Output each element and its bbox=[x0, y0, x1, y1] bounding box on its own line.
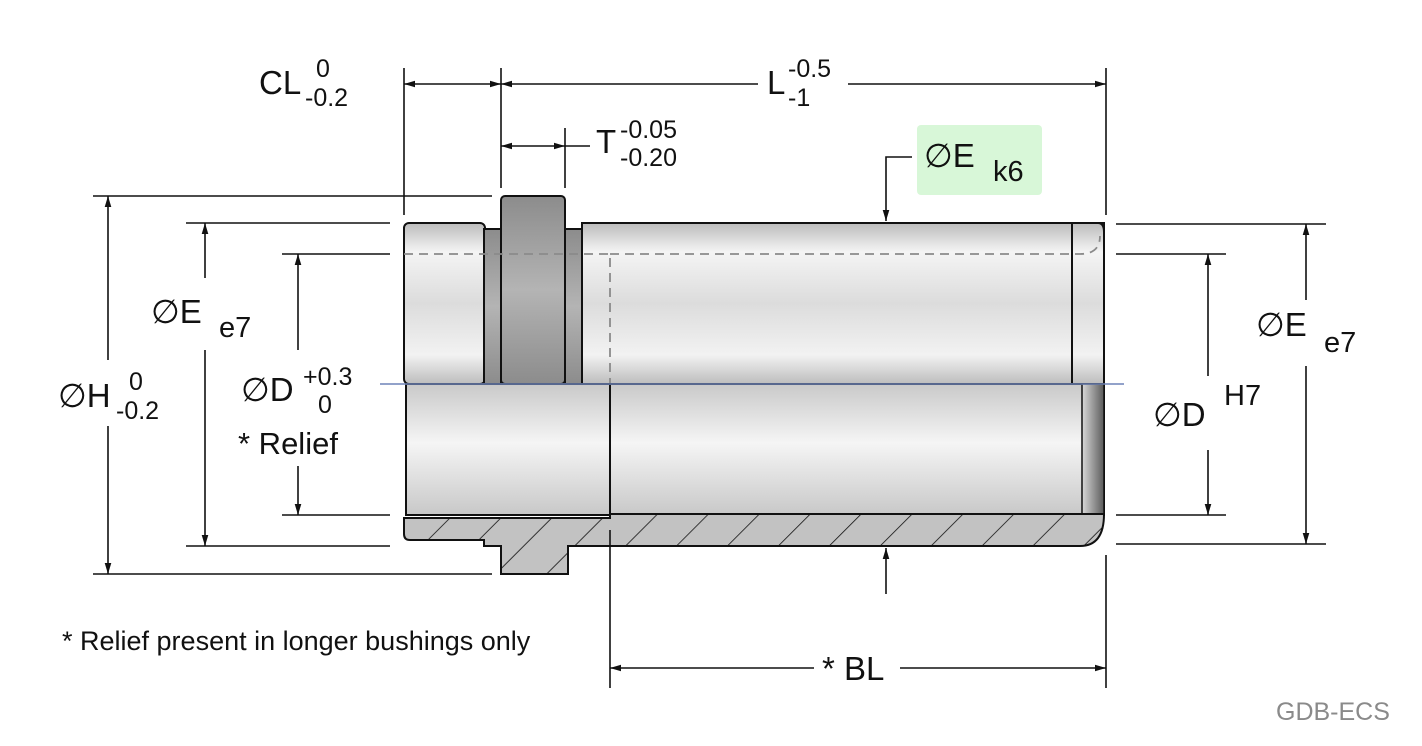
cl-upper-tol: 0 bbox=[316, 55, 330, 83]
main-bore bbox=[609, 383, 1105, 516]
d-h7-suffix: H7 bbox=[1224, 380, 1261, 412]
bl-symbol: * BL bbox=[822, 650, 884, 687]
drawing-code: GDB-ECS bbox=[1276, 698, 1390, 726]
end-chamfer-upper bbox=[1071, 222, 1105, 385]
collar-upper bbox=[500, 195, 566, 385]
e-k6-suffix: k6 bbox=[993, 156, 1024, 188]
h-symbol: ∅H bbox=[58, 377, 111, 414]
bl-label: * BL bbox=[822, 650, 884, 687]
bore-end-chamfer bbox=[1081, 383, 1105, 516]
cl-lower-tol: -0.2 bbox=[305, 84, 348, 112]
l-lower-tol: -1 bbox=[788, 84, 810, 112]
h-lower-tol: -0.2 bbox=[116, 397, 159, 425]
e-e7-left-symbol: ∅E bbox=[151, 293, 202, 330]
d-relief-upper-tol: +0.3 bbox=[303, 363, 352, 391]
d-h7-symbol: ∅D bbox=[1153, 396, 1206, 433]
d-relief-note: * Relief bbox=[238, 426, 338, 461]
e-k6-leader bbox=[882, 156, 912, 221]
cl-label: CL 0 -0.2 bbox=[259, 55, 348, 112]
h-label: ∅H 0 -0.2 bbox=[58, 368, 159, 425]
footnote: * Relief present in longer bushings only bbox=[62, 626, 531, 656]
relief-bore bbox=[405, 383, 611, 516]
hidden-bore-line bbox=[404, 235, 1101, 384]
e-e7-left-suffix: e7 bbox=[219, 312, 251, 344]
d-relief-symbol: ∅D bbox=[241, 371, 294, 408]
t-lower-tol: -0.20 bbox=[620, 144, 677, 172]
e-e7-right-label: ∅E e7 bbox=[1256, 306, 1356, 359]
e-e7-left-label: ∅E e7 bbox=[151, 293, 251, 344]
e-e7-right-suffix: e7 bbox=[1324, 327, 1356, 359]
groove-right bbox=[564, 228, 583, 385]
t-upper-tol: -0.05 bbox=[620, 116, 677, 144]
e-k6-highlight bbox=[917, 125, 1042, 195]
main-shank-upper bbox=[581, 222, 1105, 385]
e-k6-label: ∅E k6 bbox=[917, 125, 1042, 195]
t-symbol: T bbox=[596, 123, 616, 160]
e-e7-right-symbol: ∅E bbox=[1256, 306, 1307, 343]
e-k6-symbol: ∅E bbox=[924, 137, 975, 174]
d-relief-lower-tol: 0 bbox=[318, 391, 332, 419]
d-h7-label: ∅D H7 bbox=[1153, 380, 1261, 433]
section-wall bbox=[403, 513, 1106, 575]
l-upper-tol: -0.5 bbox=[788, 55, 831, 83]
dimension-lines bbox=[104, 80, 1310, 672]
cl-symbol: CL bbox=[259, 64, 301, 101]
t-label: T -0.05 -0.20 bbox=[596, 116, 677, 172]
l-label: L -0.5 -1 bbox=[767, 55, 831, 112]
bushing-body bbox=[380, 195, 1124, 575]
groove-left bbox=[483, 228, 502, 385]
l-symbol: L bbox=[767, 64, 785, 101]
d-relief-label: ∅D +0.3 0 * Relief bbox=[238, 363, 352, 461]
h-upper-tol: 0 bbox=[129, 368, 143, 396]
left-shank-upper bbox=[403, 222, 486, 385]
